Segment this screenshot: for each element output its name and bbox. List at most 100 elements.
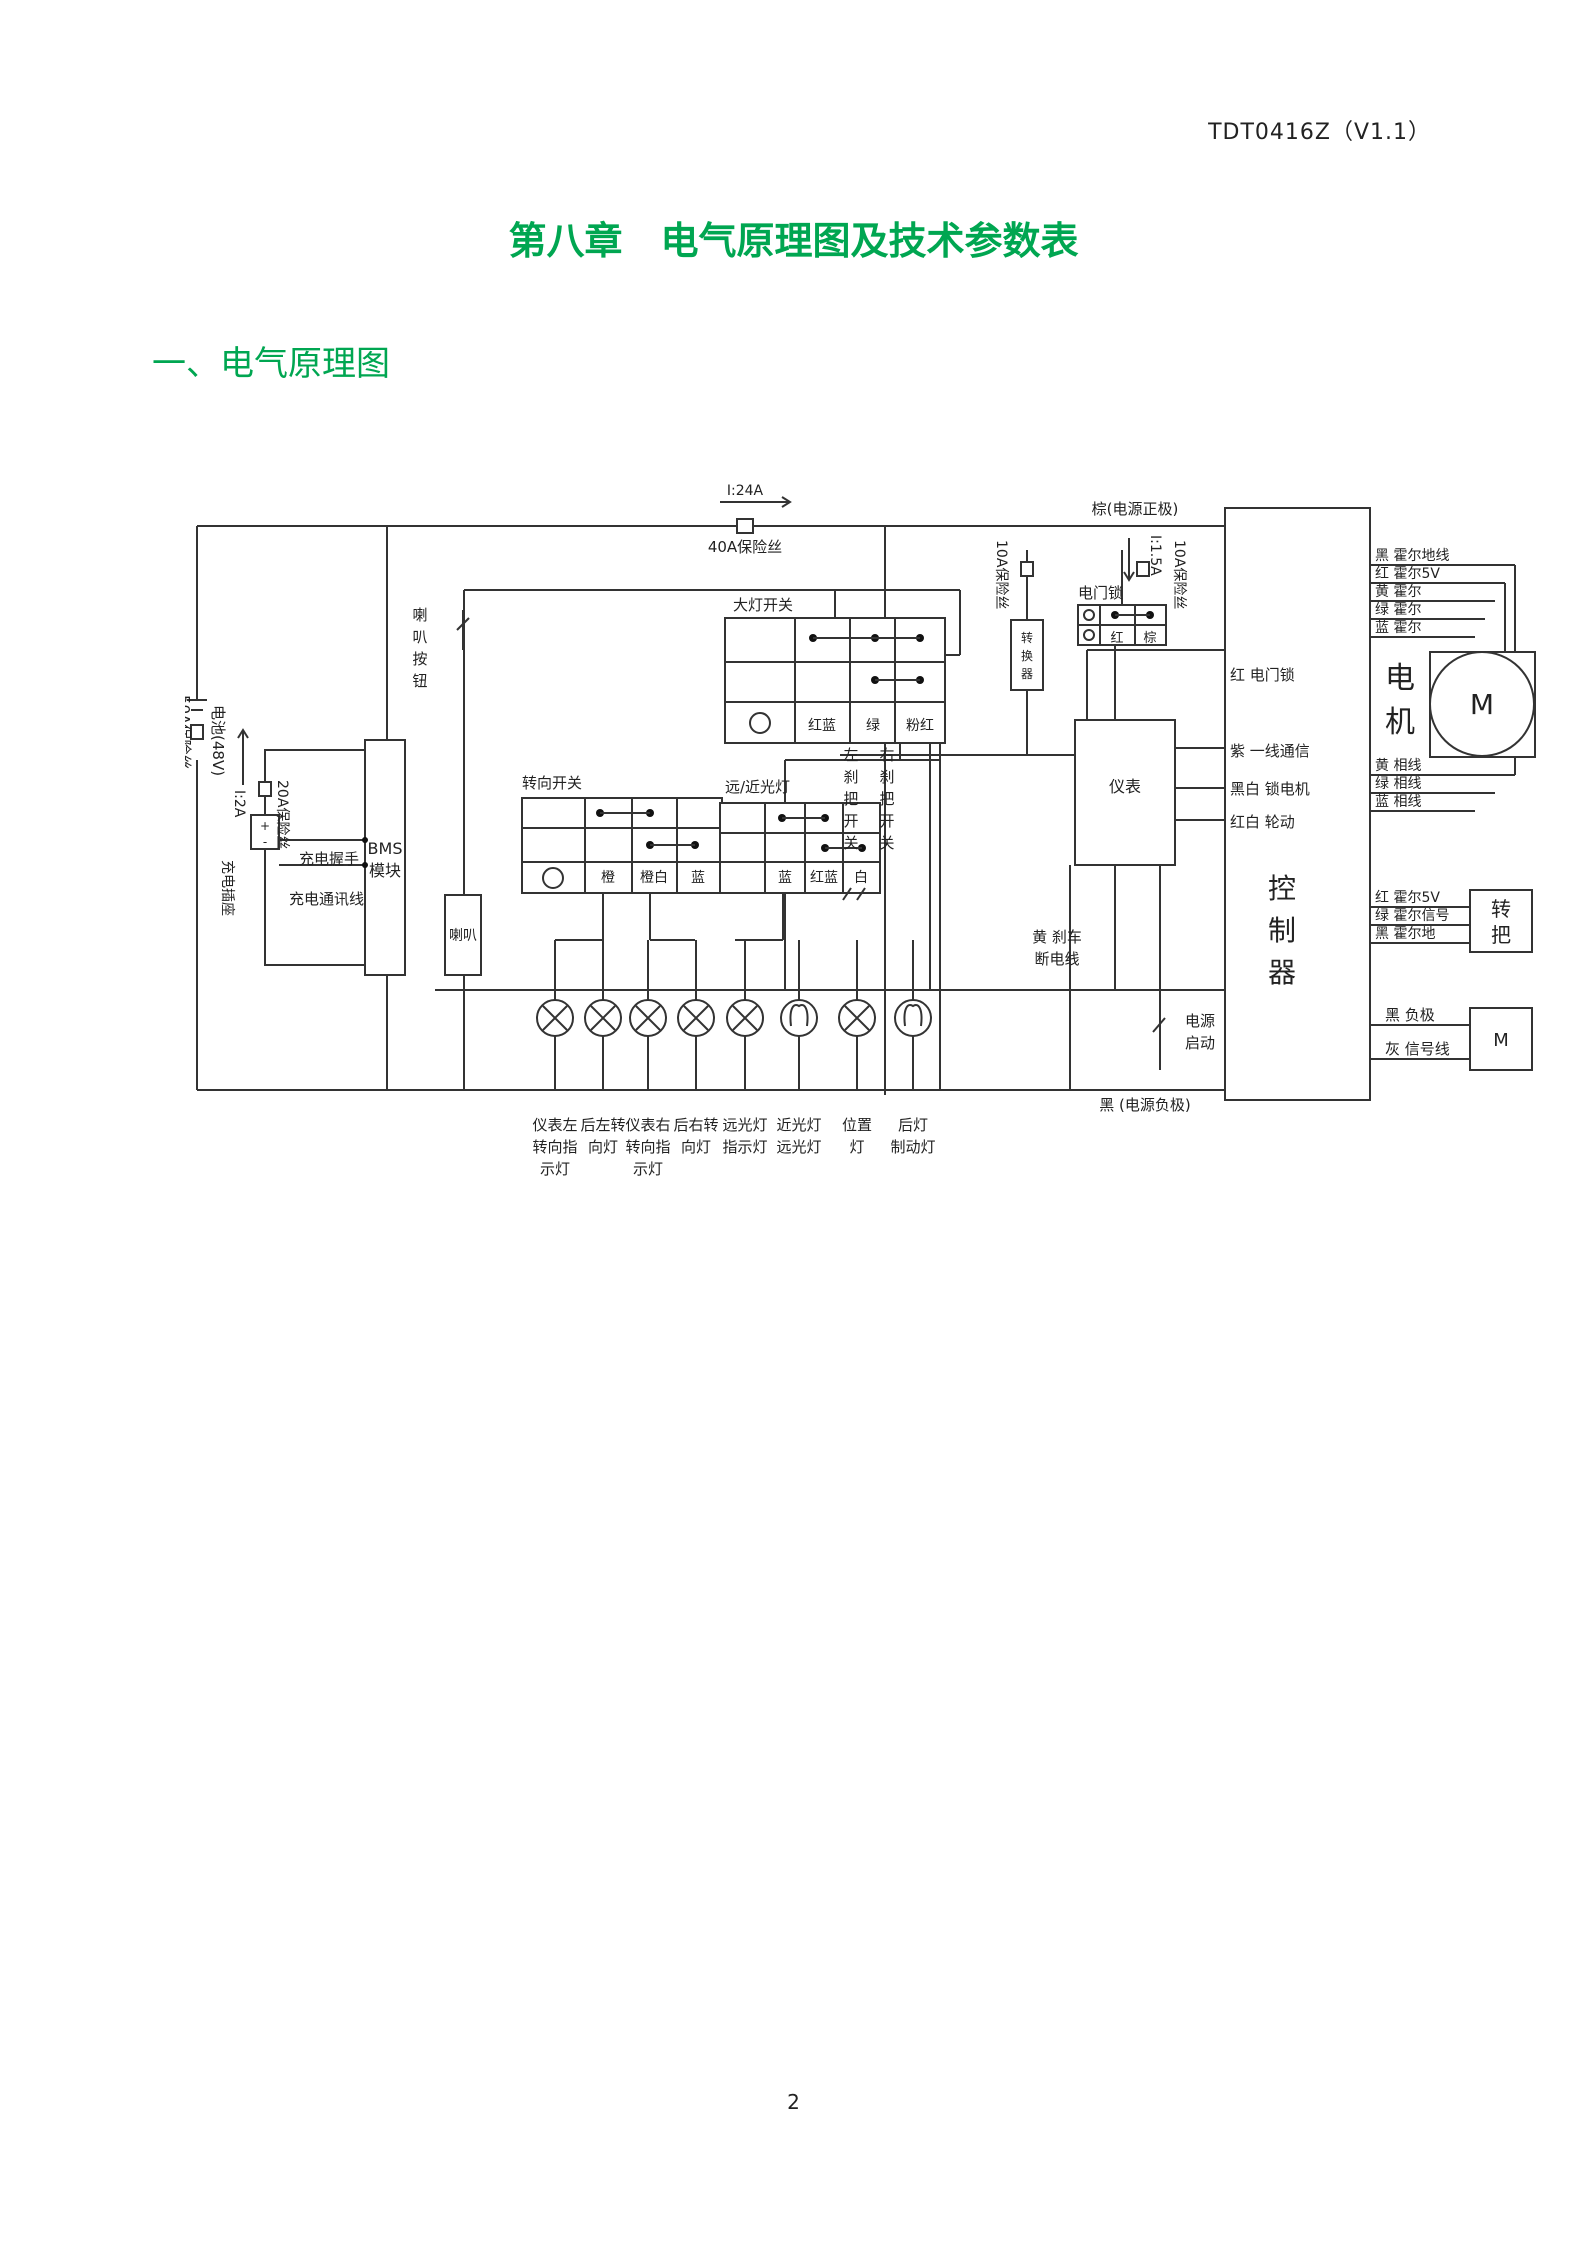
brake-switches: 左 刹 把 开 关 右 刹 把 开 关 (842, 746, 895, 901)
lamp-row (536, 939, 932, 1090)
motor: 电 机 M 黑 霍尔地线 红 霍尔5V 黄 霍尔 绿 霍尔 蓝 霍尔 黄 相线 … (1370, 548, 1536, 812)
svg-text:制: 制 (1268, 914, 1296, 947)
horn-label: 喇叭 (449, 928, 477, 944)
document-code: TDT0416Z（V1.1） (1208, 120, 1431, 145)
charge-port-label: 充电插座 (219, 860, 235, 916)
svg-text:远光灯: 远光灯 (722, 1116, 767, 1134)
svg-text:制动灯: 制动灯 (890, 1138, 935, 1156)
svg-text:断电线: 断电线 (1034, 950, 1079, 968)
horn-circuit: 喇叭 喇 叭 按 钮 (412, 606, 482, 976)
fuse-10a-label: 10A保险丝 (993, 540, 1009, 609)
lamp-5-icon (726, 940, 764, 1090)
main-fuse-label: 40A保险丝 (708, 538, 782, 556)
svg-text:-: - (263, 835, 267, 849)
svg-text:后灯: 后灯 (898, 1116, 928, 1134)
svg-text:红白 轮动: 红白 轮动 (1230, 813, 1295, 831)
svg-text:灰 信号线: 灰 信号线 (1385, 1040, 1450, 1058)
lamp-3-icon (629, 940, 667, 1090)
svg-text:电: 电 (1385, 661, 1415, 696)
svg-text:远光灯: 远光灯 (776, 1138, 821, 1156)
svg-text:蓝: 蓝 (778, 870, 792, 886)
lamp-2-icon (584, 940, 622, 1090)
svg-text:关: 关 (879, 834, 894, 852)
svg-text:绿 相线: 绿 相线 (1375, 776, 1421, 792)
svg-text:后左转: 后左转 (580, 1116, 625, 1134)
svg-text:红 霍尔5V: 红 霍尔5V (1375, 890, 1440, 906)
svg-text:蓝 霍尔: 蓝 霍尔 (1375, 620, 1421, 636)
svg-text:黑 霍尔地线: 黑 霍尔地线 (1375, 548, 1449, 564)
svg-text:转: 转 (1491, 897, 1511, 921)
svg-text:白: 白 (854, 870, 868, 886)
svg-text:粉红: 粉红 (906, 718, 934, 734)
svg-text:黄 刹车: 黄 刹车 (1032, 928, 1082, 946)
svg-text:黄 相线: 黄 相线 (1375, 757, 1421, 774)
svg-text:红蓝: 红蓝 (810, 870, 838, 886)
svg-text:关: 关 (843, 834, 858, 852)
svg-text:开: 开 (879, 812, 894, 830)
svg-text:器: 器 (1021, 667, 1033, 681)
svg-text:按: 按 (412, 650, 427, 668)
door-lock-label: 电门锁 (1078, 584, 1123, 602)
bms-label-1: BMS (368, 839, 403, 858)
svg-text:钮: 钮 (412, 672, 427, 690)
svg-text:示灯: 示灯 (540, 1160, 570, 1178)
svg-text:喇: 喇 (412, 606, 427, 624)
turn-switch: 转向开关 橙 橙白 蓝 (521, 774, 723, 940)
lock-motor: 黑 负极 灰 信号线 M (1370, 1006, 1533, 1071)
svg-text:转: 转 (1021, 630, 1033, 645)
svg-text:黑 负极: 黑 负极 (1385, 1006, 1435, 1024)
charge-circuit: + - I:2A 20A保险丝 充电插座 充电握手 充电通讯线 BMS 模块 (219, 728, 406, 976)
svg-text:红: 红 (1110, 630, 1123, 646)
svg-text:+: + (260, 819, 270, 833)
svg-text:转向指: 转向指 (625, 1138, 670, 1156)
svg-text:刹: 刹 (879, 768, 894, 786)
bms-label-2: 模块 (369, 861, 401, 880)
svg-text:蓝 相线: 蓝 相线 (1375, 794, 1421, 810)
lamp-8-icon (894, 940, 932, 1090)
beam-switch: 远/近光灯 蓝 红蓝 白 (719, 778, 881, 940)
converter: 转 换 器 10A保险丝 (993, 540, 1044, 691)
charge-comm-label: 充电通讯线 (289, 890, 364, 908)
section-title: 一、电气原理图 (152, 344, 390, 384)
svg-text:位置: 位置 (842, 1116, 872, 1134)
turn-switch-label: 转向开关 (522, 774, 582, 792)
motor-symbol: M (1470, 688, 1494, 721)
page-number: 2 (787, 2090, 800, 2114)
svg-text:棕: 棕 (1143, 631, 1156, 646)
battery-fuse-label: 50A保险丝 (185, 695, 193, 769)
lamp-1-icon (536, 940, 574, 1090)
throttle: 红 霍尔5V 绿 霍尔信号 黑 霍尔地 转 把 (1370, 889, 1533, 953)
controller: 红 电门锁 紫 一线通信 黑白 锁电机 红白 轮动 控 制 器 (1224, 507, 1371, 1101)
charge-fuse-label: 20A保险丝 (274, 780, 290, 849)
svg-text:启动: 启动 (1185, 1034, 1215, 1052)
svg-text:向灯: 向灯 (681, 1138, 711, 1156)
lock-current: I:1.5A (1147, 535, 1163, 576)
svg-text:红 电门锁: 红 电门锁 (1230, 666, 1295, 684)
brown-power-positive: 棕(电源正极) (1092, 500, 1179, 518)
svg-text:机: 机 (1385, 705, 1415, 740)
svg-text:绿 霍尔信号: 绿 霍尔信号 (1375, 908, 1449, 924)
lamp-7-icon (838, 940, 876, 1090)
charge-current: I:2A (231, 790, 247, 818)
svg-text:后右转: 后右转 (673, 1116, 718, 1134)
charge-handle-label: 充电握手 (299, 850, 359, 868)
svg-text:黑 霍尔地: 黑 霍尔地 (1375, 926, 1435, 942)
svg-text:绿 霍尔: 绿 霍尔 (1375, 602, 1421, 618)
lamp-6-icon (780, 940, 818, 1090)
headlight-switch: 大灯开关 红蓝 绿 粉红 (724, 596, 946, 990)
svg-text:右: 右 (879, 746, 894, 764)
svg-text:指示灯: 指示灯 (722, 1138, 767, 1156)
lamp-labels: 仪表左 转向指 示灯 后左转 向灯 仪表右 转向指 示灯 后右转 向灯 远光灯 … (532, 1116, 935, 1178)
svg-text:左: 左 (843, 746, 858, 764)
lamp-4-icon (677, 940, 715, 1090)
meter: 仪表 黄 刹车 断电线 电源 启动 (1032, 719, 1215, 1052)
chapter-title: 第八章 电气原理图及技术参数表 (508, 219, 1079, 263)
battery: 电池(48V) 50A保险丝 (185, 695, 227, 776)
svg-text:黑白 锁电机: 黑白 锁电机 (1230, 780, 1310, 798)
main-fuse: I:24A 40A保险丝 (708, 483, 792, 556)
black-power-negative: 黑 (电源负极) (1099, 1096, 1190, 1114)
svg-text:开: 开 (843, 812, 858, 830)
svg-text:控: 控 (1268, 872, 1296, 905)
svg-text:M: M (1493, 1030, 1509, 1051)
svg-text:近光灯: 近光灯 (776, 1116, 821, 1134)
